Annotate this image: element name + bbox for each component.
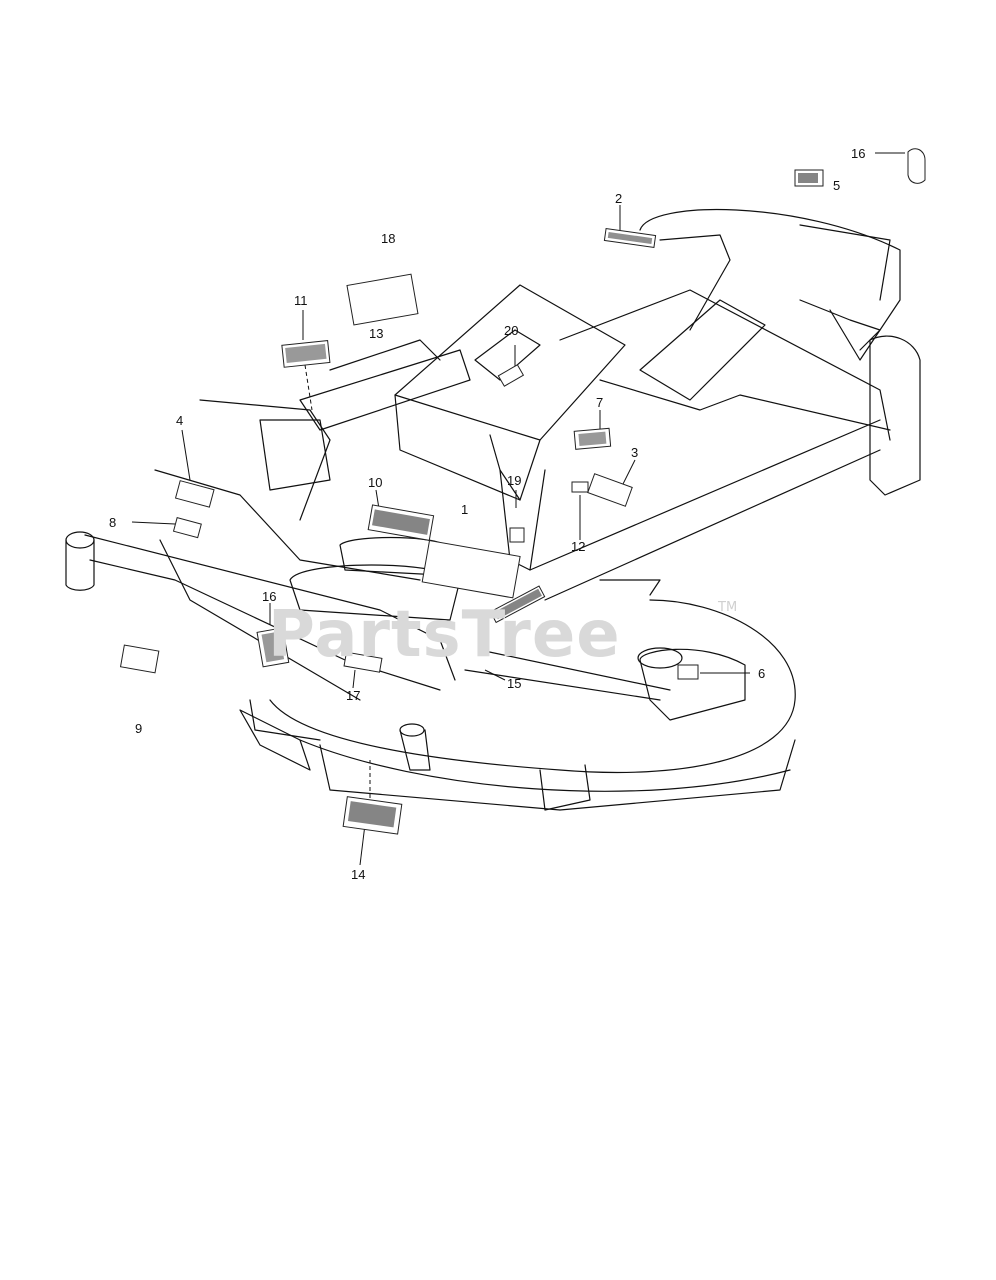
callout-16-left: 16 — [262, 589, 277, 604]
callout-16-top: 16 — [851, 146, 866, 161]
deck-spindle — [637, 647, 683, 669]
callout-2: 2 — [615, 191, 623, 206]
decal-9 — [119, 644, 160, 674]
callout-14: 14 — [351, 867, 366, 882]
watermark-tm: TM — [718, 600, 738, 615]
decal-6 — [677, 664, 699, 680]
decal-12 — [571, 481, 589, 493]
callout-17: 17 — [346, 688, 361, 703]
seat-panel — [394, 284, 626, 441]
clip-16 — [907, 148, 926, 184]
callout-8: 8 — [109, 515, 117, 530]
callout-15: 15 — [507, 676, 522, 691]
decal-4 — [174, 480, 215, 508]
callout-13: 13 — [369, 326, 384, 341]
callout-5: 5 — [833, 178, 841, 193]
rear-hood — [639, 208, 901, 361]
decal-13 — [346, 273, 419, 326]
decal-8 — [172, 517, 202, 539]
callout-3: 3 — [631, 445, 639, 460]
frame-left-rail — [84, 534, 456, 681]
callout-6: 6 — [758, 666, 766, 681]
decal-19 — [509, 527, 525, 543]
decal-20 — [497, 364, 525, 387]
callout-18: 18 — [381, 231, 396, 246]
decal-17 — [343, 651, 383, 673]
callout-12: 12 — [571, 539, 586, 554]
callout-9: 9 — [135, 721, 143, 736]
callout-20: 20 — [504, 323, 519, 338]
decal-warning — [421, 539, 521, 599]
watermark-text: PartsTree — [268, 598, 621, 672]
decal-3 — [587, 473, 633, 507]
callout-1: 1 — [461, 502, 469, 517]
callout-11: 11 — [294, 293, 308, 308]
frame-right-rail — [559, 289, 891, 441]
callout-4: 4 — [176, 413, 184, 428]
callout-7: 7 — [596, 395, 604, 410]
callout-19: 19 — [507, 473, 522, 488]
mower-deck — [269, 599, 796, 774]
callout-10: 10 — [368, 475, 383, 490]
